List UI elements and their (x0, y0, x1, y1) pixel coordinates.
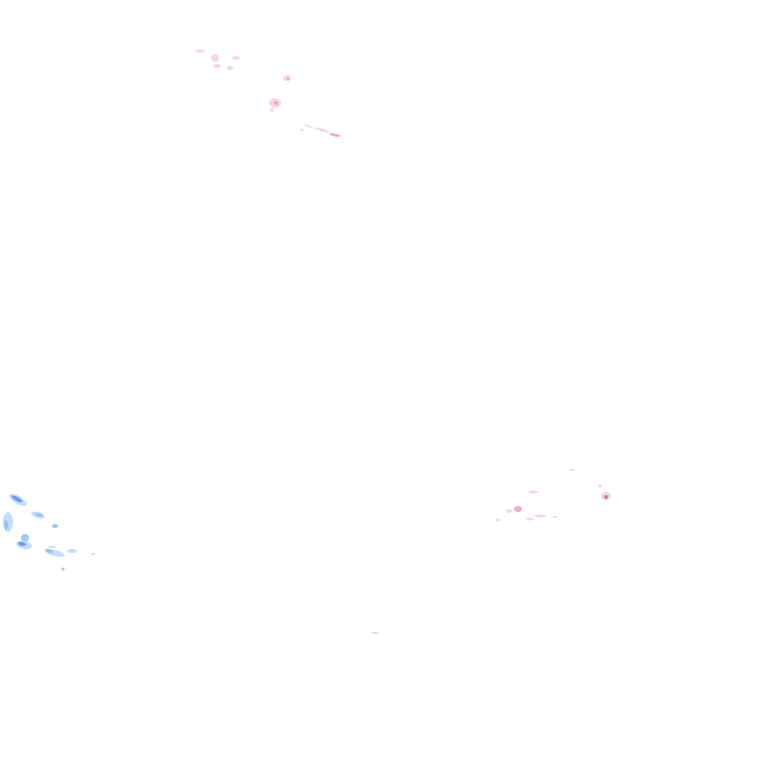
mixed-precip-echo (213, 64, 221, 68)
mixed-precip-echo (314, 127, 330, 133)
rain-echo (18, 541, 26, 547)
mixed-precip-echo (300, 128, 304, 132)
rain-echo (45, 548, 53, 554)
mixed-precip-echo (534, 514, 546, 518)
mixed-precip-echo (232, 56, 240, 60)
rain-echo (52, 524, 58, 528)
rain-echo (4, 520, 8, 530)
mixed-precip-echo (227, 66, 233, 70)
rain-echo (371, 632, 379, 634)
mixed-precip-echo (195, 49, 205, 53)
mixed-precip-echo (569, 469, 575, 471)
mixed-precip-echo (304, 124, 312, 128)
mixed-precip-echo (496, 518, 500, 522)
mixed-precip-echo (270, 108, 274, 112)
mixed-precip-echo (211, 54, 219, 62)
rain-echo (35, 513, 43, 517)
rain-echo (11, 495, 23, 503)
mixed-precip-echo (526, 517, 534, 521)
mixed-precip-echo (598, 484, 602, 488)
rain-echo (91, 553, 95, 555)
mixed-precip-echo (553, 516, 557, 518)
rain-echo (61, 567, 65, 571)
rain-echo (67, 549, 77, 553)
mixed-precip-echo (604, 495, 608, 499)
mixed-precip-echo (506, 509, 512, 513)
mixed-precip-echo (329, 133, 341, 137)
mixed-precip-echo (528, 490, 538, 494)
mixed-precip-echo (274, 101, 278, 105)
mixed-precip-echo (286, 77, 290, 81)
rain-echo (48, 546, 56, 548)
mixed-precip-echo (514, 506, 522, 512)
rain-echo (21, 534, 29, 542)
